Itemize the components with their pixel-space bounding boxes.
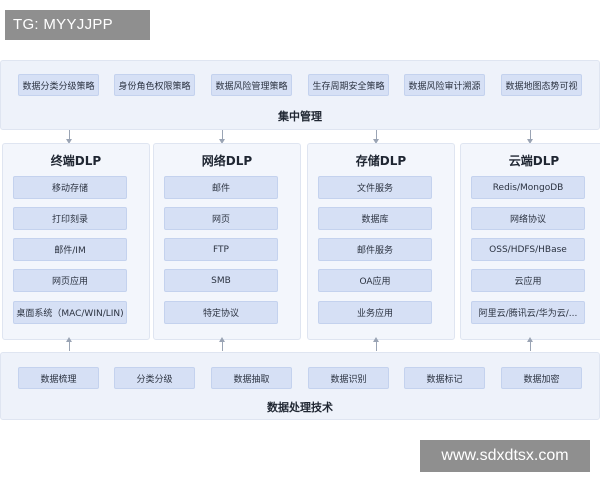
centralized-management-panel: 数据分类分级策略 身份角色权限策略 数据风险管理策略 生存周期安全策略 数据风险… xyxy=(0,60,600,130)
top-item: 数据地图态势可视 xyxy=(501,74,582,96)
bottom-panel-title: 数据处理技术 xyxy=(267,401,333,414)
arrow-up-icon xyxy=(66,337,72,351)
arrow-down-icon xyxy=(373,130,379,144)
column-item: 云应用 xyxy=(471,269,585,292)
column-item: 阿里云/腾讯云/华为云/... xyxy=(471,301,585,324)
bottom-item: 数据梳理 xyxy=(18,367,99,389)
column-item: 移动存储 xyxy=(13,176,127,199)
column-item: OSS/HDFS/HBase xyxy=(471,238,585,261)
column-item: 打印刻录 xyxy=(13,207,127,230)
bottom-item: 数据标记 xyxy=(404,367,485,389)
column-item: 邮件/IM xyxy=(13,238,127,261)
top-item: 数据风险管理策略 xyxy=(211,74,292,96)
arrow-up-icon xyxy=(373,337,379,351)
column-item: 网络协议 xyxy=(471,207,585,230)
watermark-top-left: TG: MYYJJPP xyxy=(5,10,150,40)
column-title: 网络DLP xyxy=(201,154,253,168)
column-item: 业务应用 xyxy=(318,301,432,324)
column-item: 桌面系统（MAC/WIN/LIN) xyxy=(13,301,127,324)
bottom-item: 数据抽取 xyxy=(211,367,292,389)
column-item: 网页应用 xyxy=(13,269,127,292)
arrow-down-icon xyxy=(66,130,72,144)
column-item: FTP xyxy=(164,238,278,261)
top-panel-title: 集中管理 xyxy=(278,110,322,123)
column-item: 邮件服务 xyxy=(318,238,432,261)
column-endpoint-dlp: 终端DLP 移动存储 打印刻录 邮件/IM 网页应用 桌面系统（MAC/WIN/… xyxy=(2,143,150,340)
column-title: 云端DLP xyxy=(508,154,560,168)
column-item: 邮件 xyxy=(164,176,278,199)
arrow-up-icon xyxy=(219,337,225,351)
column-title: 终端DLP xyxy=(50,154,102,168)
watermark-bottom-right: www.sdxdtsx.com xyxy=(420,440,590,472)
bottom-item: 数据加密 xyxy=(501,367,582,389)
column-item: SMB xyxy=(164,269,278,292)
column-item: 文件服务 xyxy=(318,176,432,199)
column-storage-dlp: 存储DLP 文件服务 数据库 邮件服务 OA应用 业务应用 xyxy=(307,143,455,340)
arrow-down-icon xyxy=(219,130,225,144)
bottom-item: 数据识别 xyxy=(308,367,389,389)
column-item: 网页 xyxy=(164,207,278,230)
top-item: 身份角色权限策略 xyxy=(114,74,195,96)
column-item: OA应用 xyxy=(318,269,432,292)
column-title: 存储DLP xyxy=(355,154,407,168)
top-item: 数据风险审计溯源 xyxy=(404,74,485,96)
data-processing-panel: 数据梳理 分类分级 数据抽取 数据识别 数据标记 数据加密 数据处理技术 xyxy=(0,352,600,420)
arrow-up-icon xyxy=(527,337,533,351)
arrow-down-icon xyxy=(527,130,533,144)
column-network-dlp: 网络DLP 邮件 网页 FTP SMB 特定协议 xyxy=(153,143,301,340)
column-item: Redis/MongoDB xyxy=(471,176,585,199)
top-item: 生存周期安全策略 xyxy=(308,74,389,96)
column-item: 特定协议 xyxy=(164,301,278,324)
column-cloud-dlp: 云端DLP Redis/MongoDB 网络协议 OSS/HDFS/HBase … xyxy=(460,143,600,340)
column-item: 数据库 xyxy=(318,207,432,230)
bottom-item: 分类分级 xyxy=(114,367,195,389)
top-item: 数据分类分级策略 xyxy=(18,74,99,96)
